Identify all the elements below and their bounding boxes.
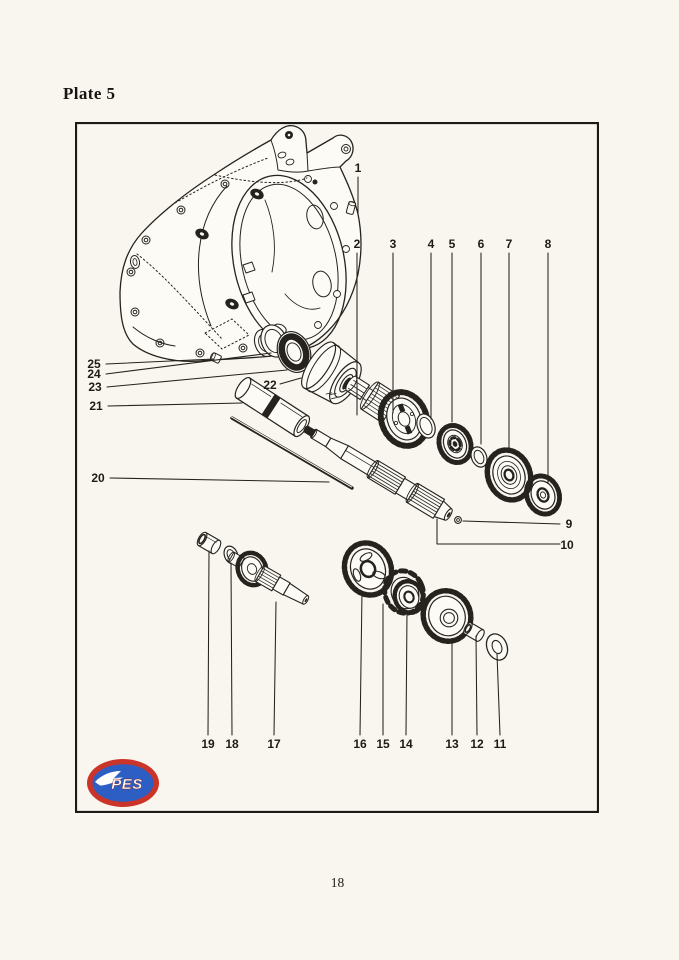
callout-label-23: 23 — [88, 380, 102, 394]
callout-label-4: 4 — [428, 237, 435, 251]
gear-part-7 — [484, 447, 534, 503]
callout-label-25: 25 — [87, 357, 101, 371]
callout-label-21: 21 — [89, 399, 103, 413]
pes-logo-text: PES — [111, 776, 143, 793]
callout-label-15: 15 — [376, 737, 390, 751]
callout-label-10: 10 — [560, 538, 574, 552]
callout-label-5: 5 — [449, 237, 456, 251]
leader-line-17 — [273, 601, 277, 736]
callout-label-8: 8 — [545, 237, 552, 251]
leader-line-24 — [105, 352, 272, 375]
callout-label-20: 20 — [91, 471, 105, 485]
callout-label-17: 17 — [267, 737, 281, 751]
callout-label-14: 14 — [399, 737, 413, 751]
pes-logo: PES — [87, 759, 159, 807]
leader-line-16 — [359, 590, 363, 736]
callout-label-7: 7 — [506, 237, 513, 251]
leader-line-20 — [109, 477, 330, 483]
leader-line-10 — [436, 518, 561, 545]
gear-part-16 — [341, 540, 395, 598]
gear-cluster-parts-2-3 — [345, 375, 431, 449]
pes-logo-wing-icon — [95, 771, 123, 786]
callout-label-24: 24 — [87, 367, 101, 381]
leader-lines — [105, 176, 561, 736]
dowel-part-1 — [345, 201, 357, 215]
leader-line-22 — [279, 377, 302, 385]
leader-line-11 — [496, 653, 501, 736]
leader-line-23 — [106, 369, 288, 388]
page-number: 18 — [330, 875, 345, 890]
callout-label-18: 18 — [225, 737, 239, 751]
rod-part-20 — [230, 416, 354, 490]
leader-line-21 — [107, 402, 243, 407]
callout-label-9: 9 — [566, 517, 573, 531]
nut-part-9 — [454, 516, 462, 524]
exploded-diagram: 1 2 3 4 5 6 7 8 9 10 11 12 13 14 15 16 1… — [75, 122, 599, 813]
mainshaft-part-10 — [303, 425, 453, 521]
callout-label-3: 3 — [390, 237, 397, 251]
callout-label-19: 19 — [201, 737, 215, 751]
bearing-part-22 — [301, 341, 362, 405]
leader-line-9 — [462, 520, 561, 525]
callout-label-2: 2 — [354, 237, 361, 251]
sleeve-part-21 — [234, 376, 311, 438]
bush-part-12 — [463, 622, 485, 642]
figure-border — [75, 122, 599, 813]
oil-seal-part-23 — [276, 331, 312, 373]
leader-line-18 — [230, 562, 233, 736]
gear-part-5 — [436, 422, 474, 466]
callout-label-1: 1 — [355, 161, 362, 175]
callout-label-6: 6 — [478, 237, 485, 251]
figure-frame: 1 2 3 4 5 6 7 8 9 10 11 12 13 14 15 16 1… — [75, 122, 599, 813]
leader-line-25 — [105, 358, 215, 365]
gear-part-8 — [523, 473, 563, 517]
callout-label-22: 22 — [263, 378, 277, 392]
leader-line-19 — [207, 550, 210, 736]
leader-line-14 — [405, 610, 408, 736]
bush-part-19 — [196, 531, 222, 555]
plate-title: Plate 5 — [63, 84, 116, 103]
ring-part-4 — [416, 413, 436, 439]
callout-label-11: 11 — [494, 737, 507, 751]
leader-line-12 — [475, 635, 478, 736]
gear-parts-15-14 — [382, 568, 426, 616]
callout-label-13: 13 — [445, 737, 459, 751]
crankcase-half — [119, 124, 362, 362]
washer-part-11 — [485, 633, 509, 661]
washer-part-6 — [470, 446, 488, 468]
callout-label-16: 16 — [353, 737, 367, 751]
callout-label-12: 12 — [470, 737, 484, 751]
gear-part-13 — [420, 588, 474, 644]
layshaft-part-17 — [227, 550, 310, 605]
callout-labels: 1 2 3 4 5 6 7 8 9 10 11 12 13 14 15 16 1… — [87, 161, 574, 751]
